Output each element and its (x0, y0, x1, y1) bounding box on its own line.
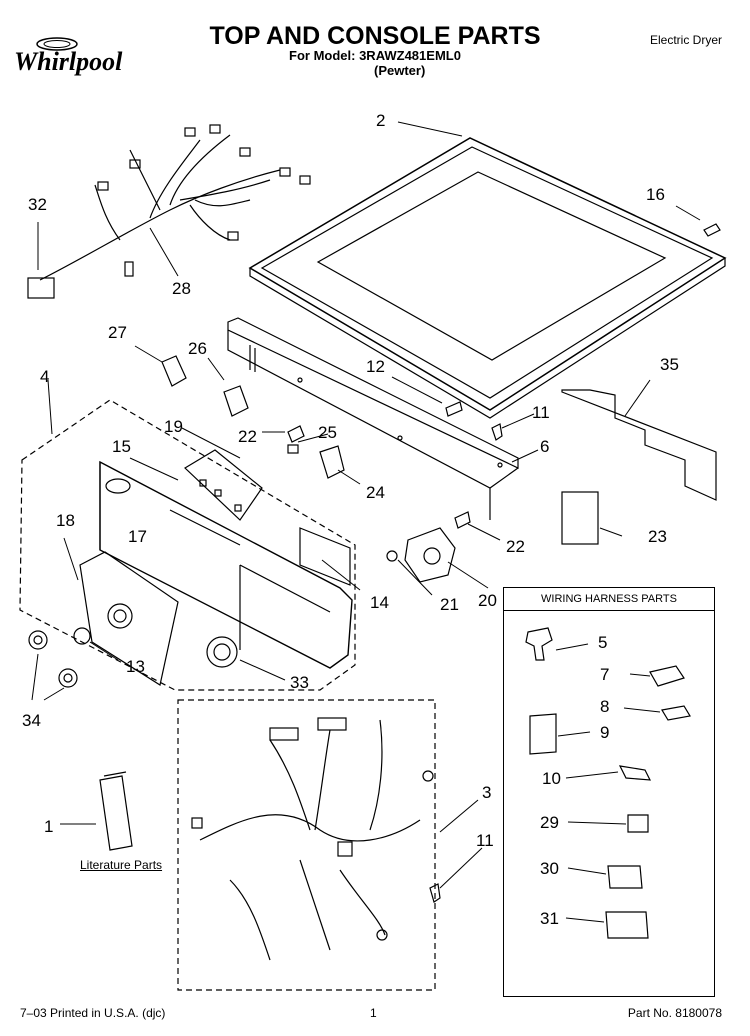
connector-7 (649, 665, 685, 687)
callout-29: 29 (540, 813, 559, 832)
clip-5 (525, 627, 553, 661)
callout-31: 31 (540, 909, 559, 928)
literature-booklet (99, 771, 133, 851)
callout-6: 6 (540, 437, 549, 456)
footer-page-number: 1 (370, 1006, 377, 1020)
console-assembly-outline (19, 399, 356, 691)
main-harness-outline (177, 699, 436, 991)
model-variant: (Pewter) (374, 63, 426, 78)
clip-25 (287, 444, 299, 454)
callout-11-top: 11 (532, 403, 550, 422)
pad-23 (561, 491, 599, 545)
callout-10: 10 (542, 769, 561, 788)
knob-33 (206, 636, 238, 668)
callout-26: 26 (188, 339, 207, 358)
callout-33: 33 (290, 673, 309, 692)
connector-29 (627, 814, 649, 833)
callout-20: 20 (478, 591, 497, 610)
bracket-24 (319, 445, 345, 479)
knob-13 (73, 627, 91, 645)
callout-4: 4 (40, 367, 49, 386)
terminal-8 (661, 705, 691, 721)
callout-12: 12 (366, 357, 385, 376)
screw-11-top (491, 423, 503, 441)
callout-17: 17 (128, 527, 147, 546)
screw-22-lower (454, 511, 471, 529)
model-number: For Model: 3RAWZ481EML0 (289, 48, 461, 63)
product-type: Electric Dryer (649, 33, 722, 47)
callout-13: 13 (126, 657, 145, 676)
callout-28: 28 (172, 279, 191, 298)
leader-lines (31, 121, 701, 923)
switch-board (184, 449, 263, 521)
top-panel (248, 137, 727, 419)
knob-34-upper (28, 630, 48, 650)
connector-30 (607, 865, 643, 889)
terminal-10 (618, 765, 652, 781)
whirlpool-logo: Whirlpool (12, 30, 162, 78)
callout-35: 35 (660, 355, 679, 374)
callout-3: 3 (482, 783, 491, 802)
callout-22-lower: 22 (506, 537, 525, 556)
callout-22-upper: 22 (238, 427, 257, 446)
wiring-harness-title: WIRING HARNESS PARTS (503, 587, 715, 611)
callout-23: 23 (648, 527, 667, 546)
callout-11-lower: 11 (476, 831, 494, 850)
bracket-27 (161, 355, 187, 387)
callout-25: 25 (318, 423, 337, 442)
bracket-26 (223, 385, 249, 417)
callout-7: 7 (600, 665, 609, 684)
svg-text:Whirlpool: Whirlpool (14, 47, 123, 76)
screw-22-upper (287, 425, 305, 443)
connector-31 (605, 911, 649, 939)
literature-parts-label: Literature Parts (80, 858, 163, 872)
callout-30: 30 (540, 859, 559, 878)
callout-21: 21 (440, 595, 459, 614)
callout-8: 8 (600, 697, 609, 716)
washer-21 (386, 550, 398, 562)
wiring-harness-box (503, 587, 715, 997)
console-panel (99, 460, 353, 669)
callout-19: 19 (164, 417, 183, 436)
knob-panel (79, 551, 179, 686)
footer-part-number: Part No. 8180078 (627, 1006, 722, 1020)
callout-5: 5 (598, 633, 607, 652)
callout-2: 2 (376, 111, 385, 130)
page-title: TOP AND CONSOLE PARTS (209, 22, 541, 50)
callout-18: 18 (56, 511, 75, 530)
callout-32: 32 (28, 195, 47, 214)
timer (404, 527, 456, 583)
callout-labels: 2 16 32 28 12 11 6 35 23 27 26 4 19 22 2… (22, 111, 679, 928)
control-harness (27, 124, 311, 299)
screw-12 (445, 401, 463, 417)
callout-27: 27 (108, 323, 127, 342)
pad-14 (299, 527, 351, 586)
callout-1: 1 (44, 817, 53, 836)
footer-print-info: 7–03 Printed in U.S.A. (djc) (20, 1006, 166, 1020)
callout-9: 9 (600, 723, 609, 742)
callout-34: 34 (22, 711, 41, 730)
connector-9 (529, 713, 557, 755)
main-harness (191, 717, 434, 961)
screw-16 (703, 223, 721, 237)
console-bracket (227, 317, 519, 520)
screw-11-lower (429, 883, 441, 903)
callout-24: 24 (366, 483, 385, 502)
callout-14: 14 (370, 593, 389, 612)
callout-16: 16 (646, 185, 665, 204)
knob-34-lower (58, 668, 78, 688)
callout-15: 15 (112, 437, 131, 456)
insulation-strip (561, 389, 717, 501)
